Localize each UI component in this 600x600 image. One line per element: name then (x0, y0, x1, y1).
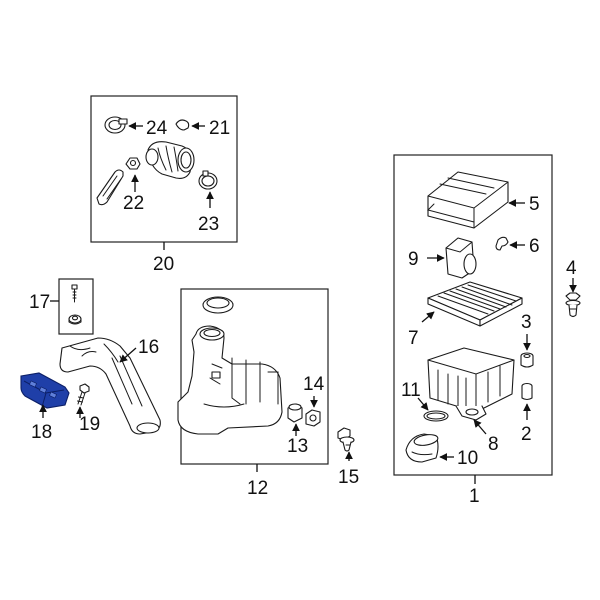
part-8-lower-housing[interactable] (427, 347, 515, 421)
callout-13: 13 (287, 436, 308, 457)
group-box-17 (58, 278, 94, 335)
part-17-bolt[interactable] (68, 284, 82, 325)
callout-20: 20 (153, 254, 174, 275)
callout-18: 18 (31, 422, 52, 443)
callout-15: 15 (338, 467, 359, 488)
part-7-filter[interactable] (427, 281, 523, 327)
callout-16: 16 (138, 337, 159, 358)
callout-9: 9 (408, 249, 419, 270)
callout-5: 5 (529, 194, 540, 215)
part-21-clip[interactable] (175, 119, 190, 131)
part-9-sensor[interactable] (445, 237, 477, 279)
part-24-clamp[interactable] (104, 116, 128, 134)
part-13-grommet[interactable] (287, 403, 303, 423)
part-6-clip[interactable] (495, 236, 509, 251)
callout-6: 6 (529, 236, 540, 257)
group-box-20 (90, 95, 238, 250)
part-14-nut[interactable] (305, 409, 321, 427)
group-box-12 (180, 288, 329, 472)
part-22-fitting[interactable] (125, 157, 141, 170)
part-10-boot[interactable] (405, 433, 439, 463)
part-15-bolt[interactable] (337, 427, 355, 452)
callout-24: 24 (146, 118, 168, 139)
part-12-resonator-cap[interactable] (202, 296, 234, 314)
part-11-seal[interactable] (423, 410, 449, 422)
part-22-duct[interactable] (96, 169, 124, 206)
callout-11: 11 (401, 380, 421, 401)
part-3-grommet[interactable] (520, 352, 534, 368)
callout-17: 17 (29, 292, 50, 313)
callout-1: 1 (469, 486, 480, 507)
callout-8: 8 (488, 434, 499, 455)
part-2-grommet[interactable] (521, 382, 533, 401)
callout-22: 22 (123, 193, 144, 214)
part-16-duct[interactable] (59, 337, 161, 435)
part-23-clamp[interactable] (198, 170, 218, 190)
callout-7: 7 (408, 328, 419, 349)
part-12-resonator[interactable] (177, 325, 283, 435)
part-4-push-pin[interactable] (565, 292, 581, 318)
callout-19: 19 (79, 414, 100, 435)
callout-23: 23 (198, 214, 219, 235)
callout-10: 10 (457, 448, 478, 469)
part-5-upper-cover[interactable] (427, 171, 509, 229)
part-18-bracket-highlighted[interactable] (20, 372, 70, 409)
part-20-intake-elbow[interactable] (145, 141, 195, 179)
callout-21: 21 (209, 118, 230, 139)
part-19-bolt[interactable] (77, 383, 90, 406)
callout-14: 14 (303, 374, 325, 395)
callout-4: 4 (566, 258, 577, 279)
callout-2: 2 (521, 424, 532, 445)
callout-12: 12 (247, 478, 268, 499)
group-box-1 (393, 154, 553, 484)
callout-3: 3 (521, 312, 532, 333)
